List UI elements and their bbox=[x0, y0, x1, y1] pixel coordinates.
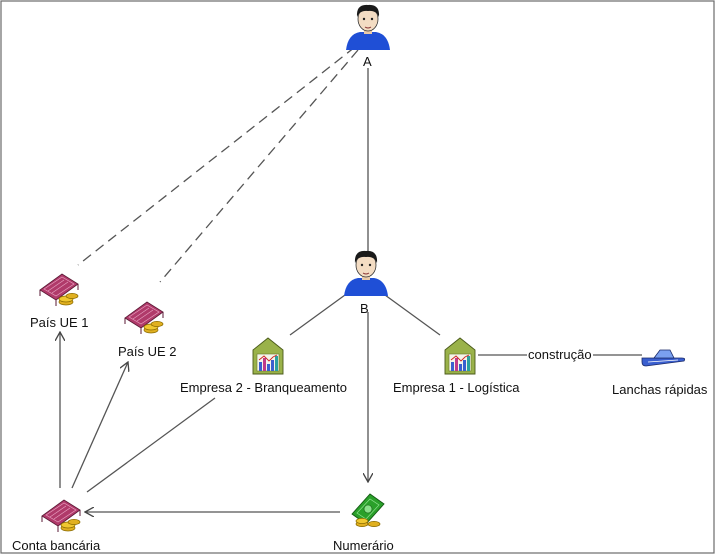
edge-a-pais-ue-1 bbox=[77, 46, 356, 266]
bank-coins-icon[interactable] bbox=[39, 273, 79, 307]
bank-coins-icon[interactable] bbox=[124, 301, 164, 335]
edge-conta-pais-ue-2 bbox=[71, 362, 128, 489]
node-label-conta: Conta bancária bbox=[12, 538, 101, 553]
edge-a-empresa-2 bbox=[185, 52, 363, 280]
node-label-pais-ue-1: País UE 1 bbox=[30, 315, 89, 330]
bank-coins-icon[interactable] bbox=[41, 499, 81, 533]
node-label-empresa-1: Empresa 1 - Logística bbox=[393, 380, 520, 395]
node-label-pais-ue-2: País UE 2 bbox=[118, 344, 177, 359]
node-label-b: B bbox=[360, 301, 369, 316]
person-icon[interactable] bbox=[343, 250, 389, 297]
edge-label-construcao: construção bbox=[527, 347, 593, 362]
node-label-empresa-2: Empresa 2 - Branqueamento bbox=[180, 380, 347, 395]
node-label-numerario: Numerário bbox=[333, 538, 394, 553]
edge-b-empresa-1 bbox=[384, 294, 441, 336]
factory-chart-icon[interactable] bbox=[252, 337, 284, 375]
node-label-lanchas: Lanchas rápidas bbox=[612, 382, 708, 397]
edge-a-pais-ue-2 bbox=[159, 49, 359, 283]
speedboat-icon[interactable] bbox=[641, 349, 686, 367]
edge-b-empresa-2 bbox=[289, 294, 346, 336]
cash-coins-icon[interactable] bbox=[351, 493, 385, 528]
person-icon[interactable] bbox=[345, 4, 391, 51]
factory-chart-icon[interactable] bbox=[444, 337, 476, 375]
edge-empresa-2-conta bbox=[86, 397, 216, 493]
node-label-a: A bbox=[363, 54, 372, 69]
